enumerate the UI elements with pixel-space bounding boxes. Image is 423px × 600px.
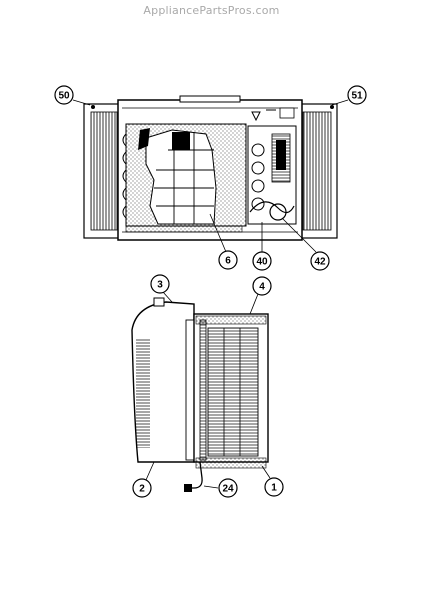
side-view-assembly bbox=[131, 297, 269, 492]
callout-24[interactable]: 24 bbox=[218, 478, 238, 498]
svg-text:51: 51 bbox=[351, 91, 363, 102]
svg-text:2: 2 bbox=[139, 484, 145, 495]
svg-text:3: 3 bbox=[157, 280, 163, 291]
svg-text:4: 4 bbox=[259, 282, 265, 293]
svg-text:50: 50 bbox=[58, 91, 70, 102]
front-grille bbox=[131, 297, 195, 463]
compressor-section bbox=[247, 107, 297, 225]
evaporator-coil bbox=[122, 123, 247, 227]
callout-2[interactable]: 2 bbox=[132, 478, 152, 498]
svg-text:1: 1 bbox=[271, 483, 277, 494]
svg-text:42: 42 bbox=[314, 257, 326, 268]
right-side-curtain bbox=[296, 103, 338, 239]
mounting-screw-icon bbox=[91, 105, 95, 109]
callout-51[interactable]: 51 bbox=[347, 85, 367, 105]
power-plug-icon bbox=[184, 484, 192, 492]
watermark-text: AppliancePartsPros.com bbox=[143, 4, 280, 17]
control-knob-icon bbox=[153, 297, 165, 307]
callout-6[interactable]: 6 bbox=[218, 250, 238, 270]
callout-3[interactable]: 3 bbox=[150, 274, 170, 294]
knob-icon bbox=[269, 203, 287, 221]
svg-text:24: 24 bbox=[222, 484, 234, 495]
callout-40[interactable]: 40 bbox=[252, 251, 272, 271]
mounting-screw-icon bbox=[330, 105, 334, 109]
left-side-curtain bbox=[83, 103, 123, 239]
leader-lines-side bbox=[145, 291, 271, 489]
front-view-assembly bbox=[83, 95, 338, 241]
callout-4[interactable]: 4 bbox=[252, 276, 272, 296]
callout-1[interactable]: 1 bbox=[264, 477, 284, 497]
callout-42[interactable]: 42 bbox=[310, 251, 330, 271]
svg-text:6: 6 bbox=[225, 256, 231, 267]
svg-text:40: 40 bbox=[256, 257, 268, 268]
cabinet-side bbox=[184, 313, 269, 492]
callout-50[interactable]: 50 bbox=[54, 85, 74, 105]
leader-lines-top bbox=[72, 99, 349, 253]
